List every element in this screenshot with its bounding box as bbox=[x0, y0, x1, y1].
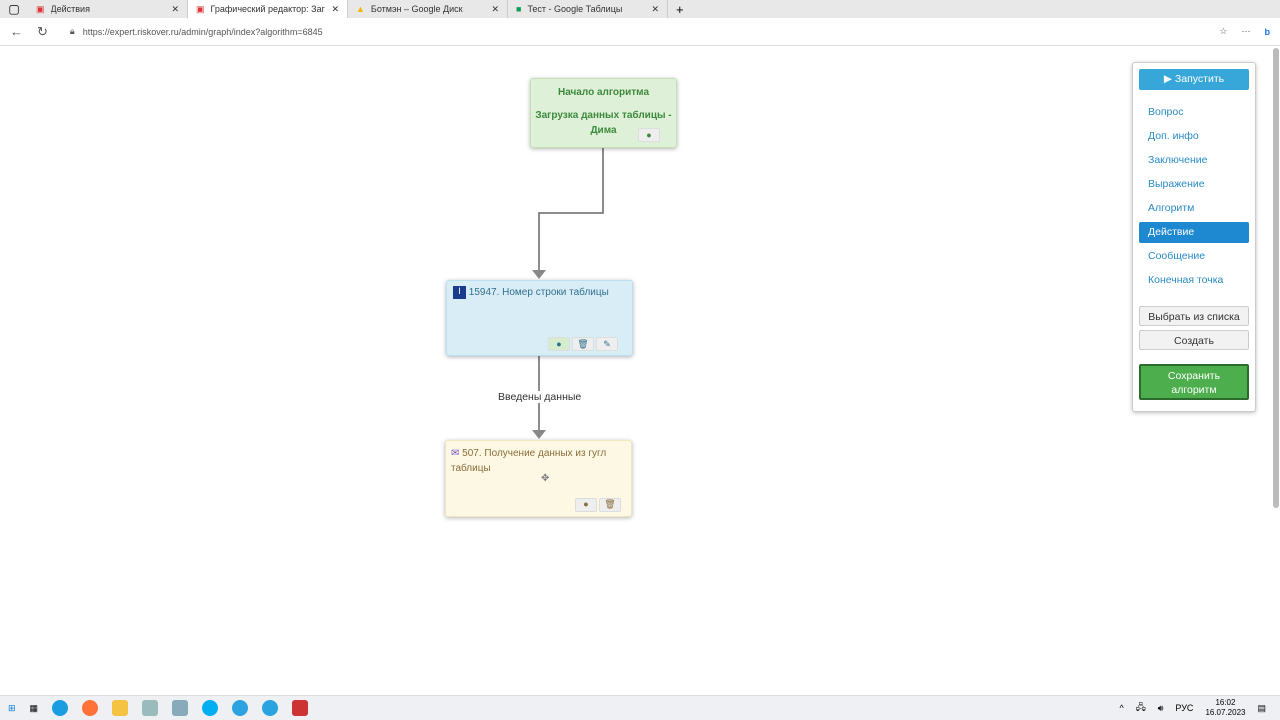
site-icon: ▣ bbox=[36, 3, 45, 14]
app-icon[interactable] bbox=[292, 700, 309, 716]
message-node[interactable]: ✉ 507. Получение данных из гугл таблицы … bbox=[445, 440, 632, 517]
delete-button[interactable]: 🗑︎ bbox=[599, 497, 621, 512]
palette-action[interactable]: Действие bbox=[1139, 222, 1249, 243]
tab-actions[interactable]: ▣Действия✕ bbox=[28, 0, 188, 18]
lock-icon: 🔒︎ bbox=[69, 26, 75, 36]
tab-actions-icon[interactable]: ▢ bbox=[8, 2, 20, 16]
firefox-icon[interactable] bbox=[82, 700, 99, 716]
app-icon[interactable] bbox=[142, 700, 159, 716]
tab-google-drive[interactable]: ▲Ботмэн – Google Диск✕ bbox=[348, 0, 508, 18]
tab-bar: ▢ ▣Действия✕ ▣Графический редактор: Загр… bbox=[0, 0, 1280, 18]
run-button[interactable]: ▶ Запустить bbox=[1139, 69, 1249, 90]
close-icon[interactable]: ✕ bbox=[171, 3, 179, 14]
site-icon: ▣ bbox=[196, 3, 205, 14]
app-icon[interactable] bbox=[172, 700, 189, 716]
start-node[interactable]: Начало алгоритма Загрузка данных таблицы… bbox=[530, 78, 677, 148]
tab-google-sheets[interactable]: ■Тест - Google Таблицы✕ bbox=[508, 0, 668, 18]
palette-question[interactable]: Вопрос bbox=[1148, 106, 1184, 118]
palette-algorithm[interactable]: Алгоритм bbox=[1148, 202, 1195, 214]
explorer-icon[interactable] bbox=[112, 700, 129, 716]
scrollbar[interactable] bbox=[1273, 48, 1279, 508]
telegram-icon[interactable] bbox=[262, 700, 279, 716]
menu-icon[interactable]: ⋯ bbox=[1241, 26, 1251, 36]
tab-graph-editor[interactable]: ▣Графический редактор: Загрузк✕ bbox=[188, 0, 348, 18]
question-node[interactable]: I 15947. Номер строки таблицы ●🗑︎✎ bbox=[446, 280, 633, 356]
start-icon[interactable]: ⊞ bbox=[8, 702, 16, 713]
bing-icon[interactable]: b bbox=[1264, 26, 1271, 37]
url-field[interactable]: 🔒︎https://expert.riskover.ru/admin/graph… bbox=[69, 26, 323, 37]
new-tab-button[interactable]: + bbox=[676, 1, 684, 17]
network-icon[interactable]: 🖧︎ bbox=[1135, 702, 1146, 712]
language-indicator[interactable]: РУС bbox=[1175, 703, 1194, 713]
message-icon: ✉ bbox=[451, 448, 460, 459]
palette-message[interactable]: Сообщение bbox=[1148, 250, 1206, 262]
edge-label: Введены данные bbox=[498, 391, 582, 403]
drive-icon: ▲ bbox=[356, 4, 365, 14]
volume-icon[interactable]: 🔊︎ bbox=[1157, 702, 1164, 713]
favorite-icon[interactable]: ☆ bbox=[1219, 26, 1228, 36]
create-button[interactable]: Создать bbox=[1139, 330, 1249, 350]
chevron-up-icon[interactable]: ^ bbox=[1119, 703, 1124, 713]
palette-endpoint[interactable]: Конечная точка bbox=[1148, 274, 1224, 286]
task-view-icon[interactable]: ▦ bbox=[29, 702, 39, 713]
notifications-icon[interactable]: ▤ bbox=[1257, 702, 1266, 713]
palette-info[interactable]: Доп. инфо bbox=[1148, 130, 1199, 142]
pick-from-list-button[interactable]: Выбрать из списка bbox=[1139, 306, 1249, 326]
reload-icon[interactable]: ↻ bbox=[37, 23, 48, 39]
palette-conclusion[interactable]: Заключение bbox=[1148, 154, 1208, 166]
telegram-icon[interactable] bbox=[232, 700, 249, 716]
save-algorithm-button[interactable]: Сохранить алгоритм bbox=[1139, 364, 1249, 400]
edit-button[interactable]: ✎ bbox=[596, 337, 618, 351]
back-icon[interactable]: ← bbox=[10, 24, 23, 39]
address-bar: ← ↻ 🔒︎https://expert.riskover.ru/admin/g… bbox=[0, 18, 1280, 46]
node-palette: ▶ Запустить Вопрос Доп. инфо Заключение … bbox=[1132, 62, 1256, 412]
move-icon: ✥ bbox=[541, 473, 550, 484]
download-button[interactable]: ● bbox=[638, 128, 660, 142]
play-icon: ▶ bbox=[1163, 73, 1175, 85]
download-button[interactable]: ● bbox=[575, 497, 597, 512]
close-icon[interactable]: ✕ bbox=[491, 3, 499, 14]
sheets-icon: ■ bbox=[516, 4, 522, 14]
palette-expression[interactable]: Выражение bbox=[1148, 178, 1205, 190]
question-icon: I bbox=[453, 286, 466, 299]
download-button[interactable]: ● bbox=[548, 336, 570, 351]
edge-icon[interactable] bbox=[52, 700, 69, 716]
close-icon[interactable]: ✕ bbox=[651, 3, 659, 14]
delete-button[interactable]: 🗑︎ bbox=[572, 337, 594, 351]
skype-icon[interactable] bbox=[202, 700, 219, 716]
close-icon[interactable]: ✕ bbox=[331, 3, 339, 14]
